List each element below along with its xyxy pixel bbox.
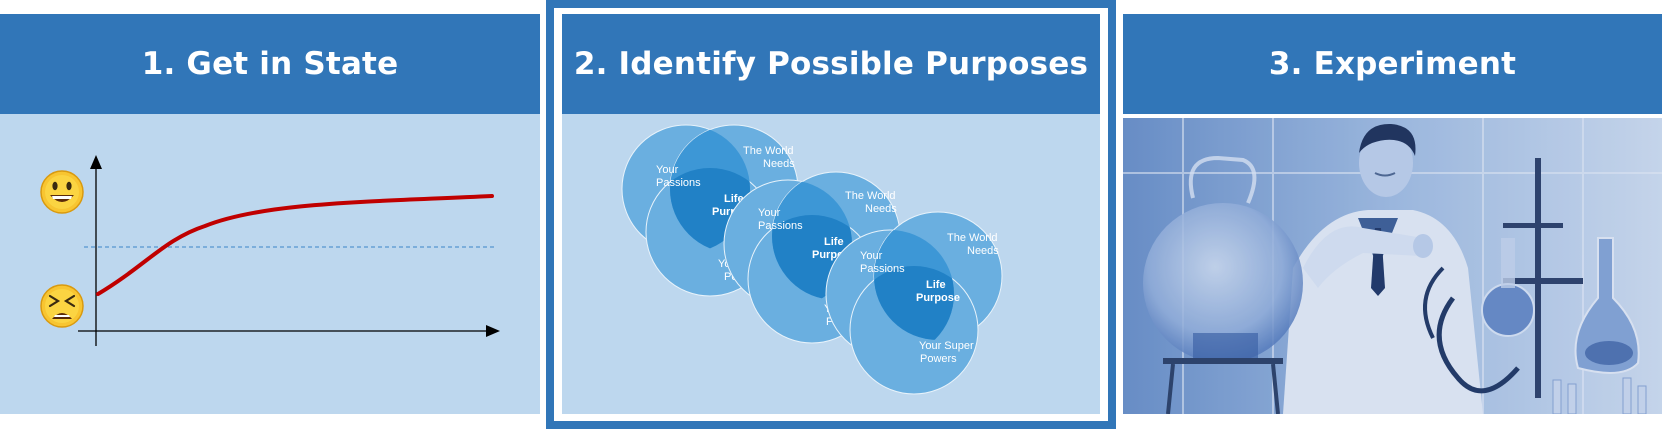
svg-text:Your: Your — [656, 164, 679, 176]
svg-text:Life: Life — [926, 279, 946, 291]
panel-title: 1. Get in State — [0, 14, 540, 114]
scientist-photo — [1123, 118, 1662, 414]
panel-get-in-state: 1. Get in State — [0, 14, 540, 414]
venn-group-3: Your Passions The World Needs Life Purpo… — [825, 211, 1003, 395]
svg-text:Powers: Powers — [920, 353, 957, 365]
svg-text:Needs: Needs — [865, 203, 897, 215]
x-axis-arrow — [486, 325, 500, 337]
y-axis-arrow — [90, 155, 102, 169]
panel-title: 3. Experiment — [1123, 14, 1662, 114]
panel-experiment: 3. Experiment — [1123, 14, 1662, 414]
panel-identify-purposes: 2. Identify Possible Purposes — [562, 14, 1100, 414]
tired-face-icon — [40, 284, 84, 328]
tall-flask — [1574, 237, 1640, 374]
panel-title: 2. Identify Possible Purposes — [562, 14, 1100, 114]
svg-text:Purpose: Purpose — [916, 292, 960, 304]
svg-text:Life: Life — [724, 193, 744, 205]
svg-text:The World: The World — [845, 190, 896, 202]
svg-text:Your: Your — [860, 250, 883, 262]
venn-diagrams: Your Passions The World Needs Life Purpo… — [621, 124, 1003, 395]
state-curve-diagram — [40, 155, 500, 346]
state-curve — [96, 194, 494, 296]
svg-text:Passions: Passions — [758, 220, 803, 232]
svg-text:Purpo: Purpo — [812, 249, 844, 261]
svg-text:Needs: Needs — [967, 245, 999, 257]
scientist-illustration — [1123, 118, 1662, 414]
scientist-head — [1359, 129, 1413, 197]
round-flask — [1143, 203, 1303, 363]
svg-text:The World: The World — [743, 145, 794, 157]
svg-text:Your: Your — [758, 207, 781, 219]
svg-text:Needs: Needs — [763, 158, 795, 170]
grinning-face-icon — [40, 170, 84, 214]
svg-text:Life: Life — [824, 236, 844, 248]
svg-text:Passions: Passions — [860, 263, 905, 275]
selected-panel-frame: 2. Identify Possible Purposes — [546, 0, 1116, 429]
svg-text:The World: The World — [947, 232, 998, 244]
venn-area: Your Passions The World Needs Life Purpo… — [562, 114, 1100, 414]
state-chart-area — [0, 114, 540, 414]
svg-text:Passions: Passions — [656, 177, 701, 189]
svg-text:Your Super: Your Super — [919, 340, 974, 352]
